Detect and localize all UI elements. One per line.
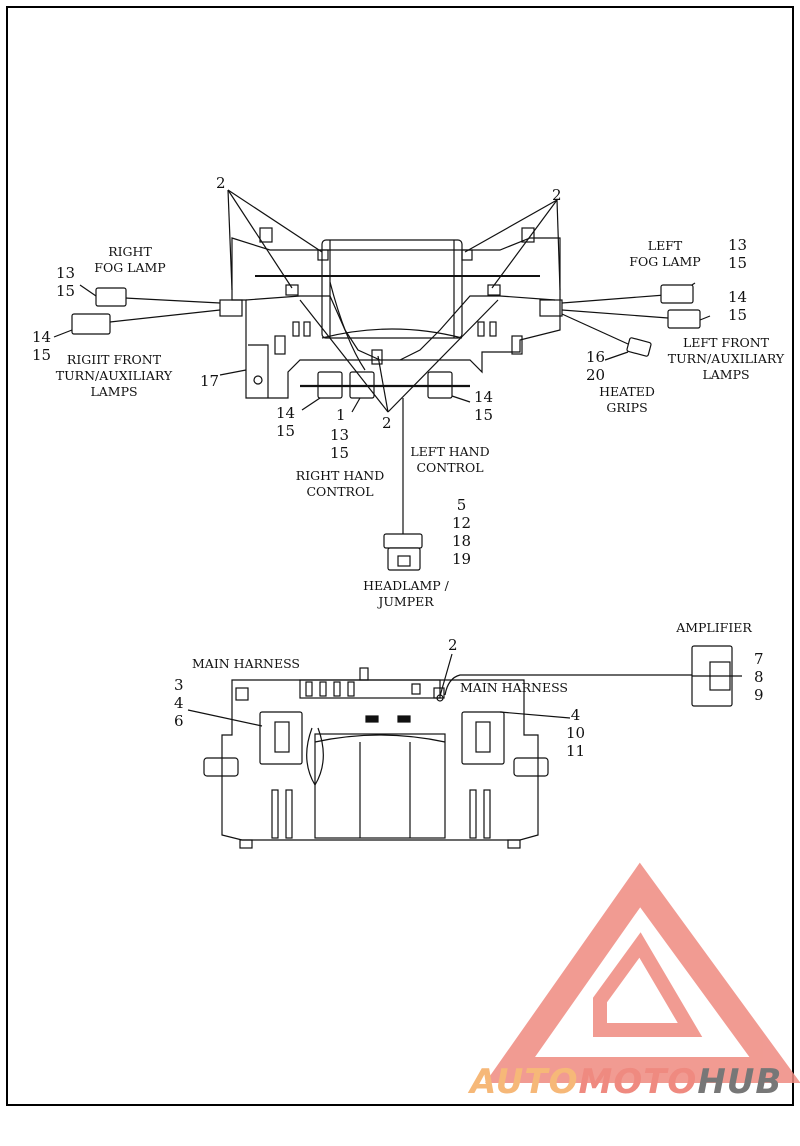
label-headlamp-jumper: HEADLAMP /JUMPER: [363, 578, 449, 609]
callout-2-top-left: 2: [216, 174, 226, 192]
lower-chassis-assembly: [187, 653, 571, 849]
callout-1: 1: [336, 406, 346, 424]
headlamp-connector: [383, 533, 423, 571]
page-border: [6, 6, 794, 1106]
amplifier-connector: [444, 645, 742, 707]
upper-fairing-assembly: [53, 189, 711, 534]
lamp-connectors: [71, 284, 701, 357]
callout-2-lower: 2: [448, 636, 458, 654]
callout-2-top-right: 2: [552, 186, 562, 204]
watermark-brand: AUTOMOTOHUB: [470, 1062, 783, 1102]
label-main-harness-left: MAIN HARNESS: [192, 656, 300, 671]
label-amplifier: AMPLIFIER: [676, 620, 752, 635]
label-main-harness-right: MAIN HARNESS: [460, 680, 568, 695]
callout-17: 17: [200, 372, 220, 390]
watermark-logo-icon: [484, 862, 800, 1083]
callout-2-center: 2: [382, 414, 392, 432]
